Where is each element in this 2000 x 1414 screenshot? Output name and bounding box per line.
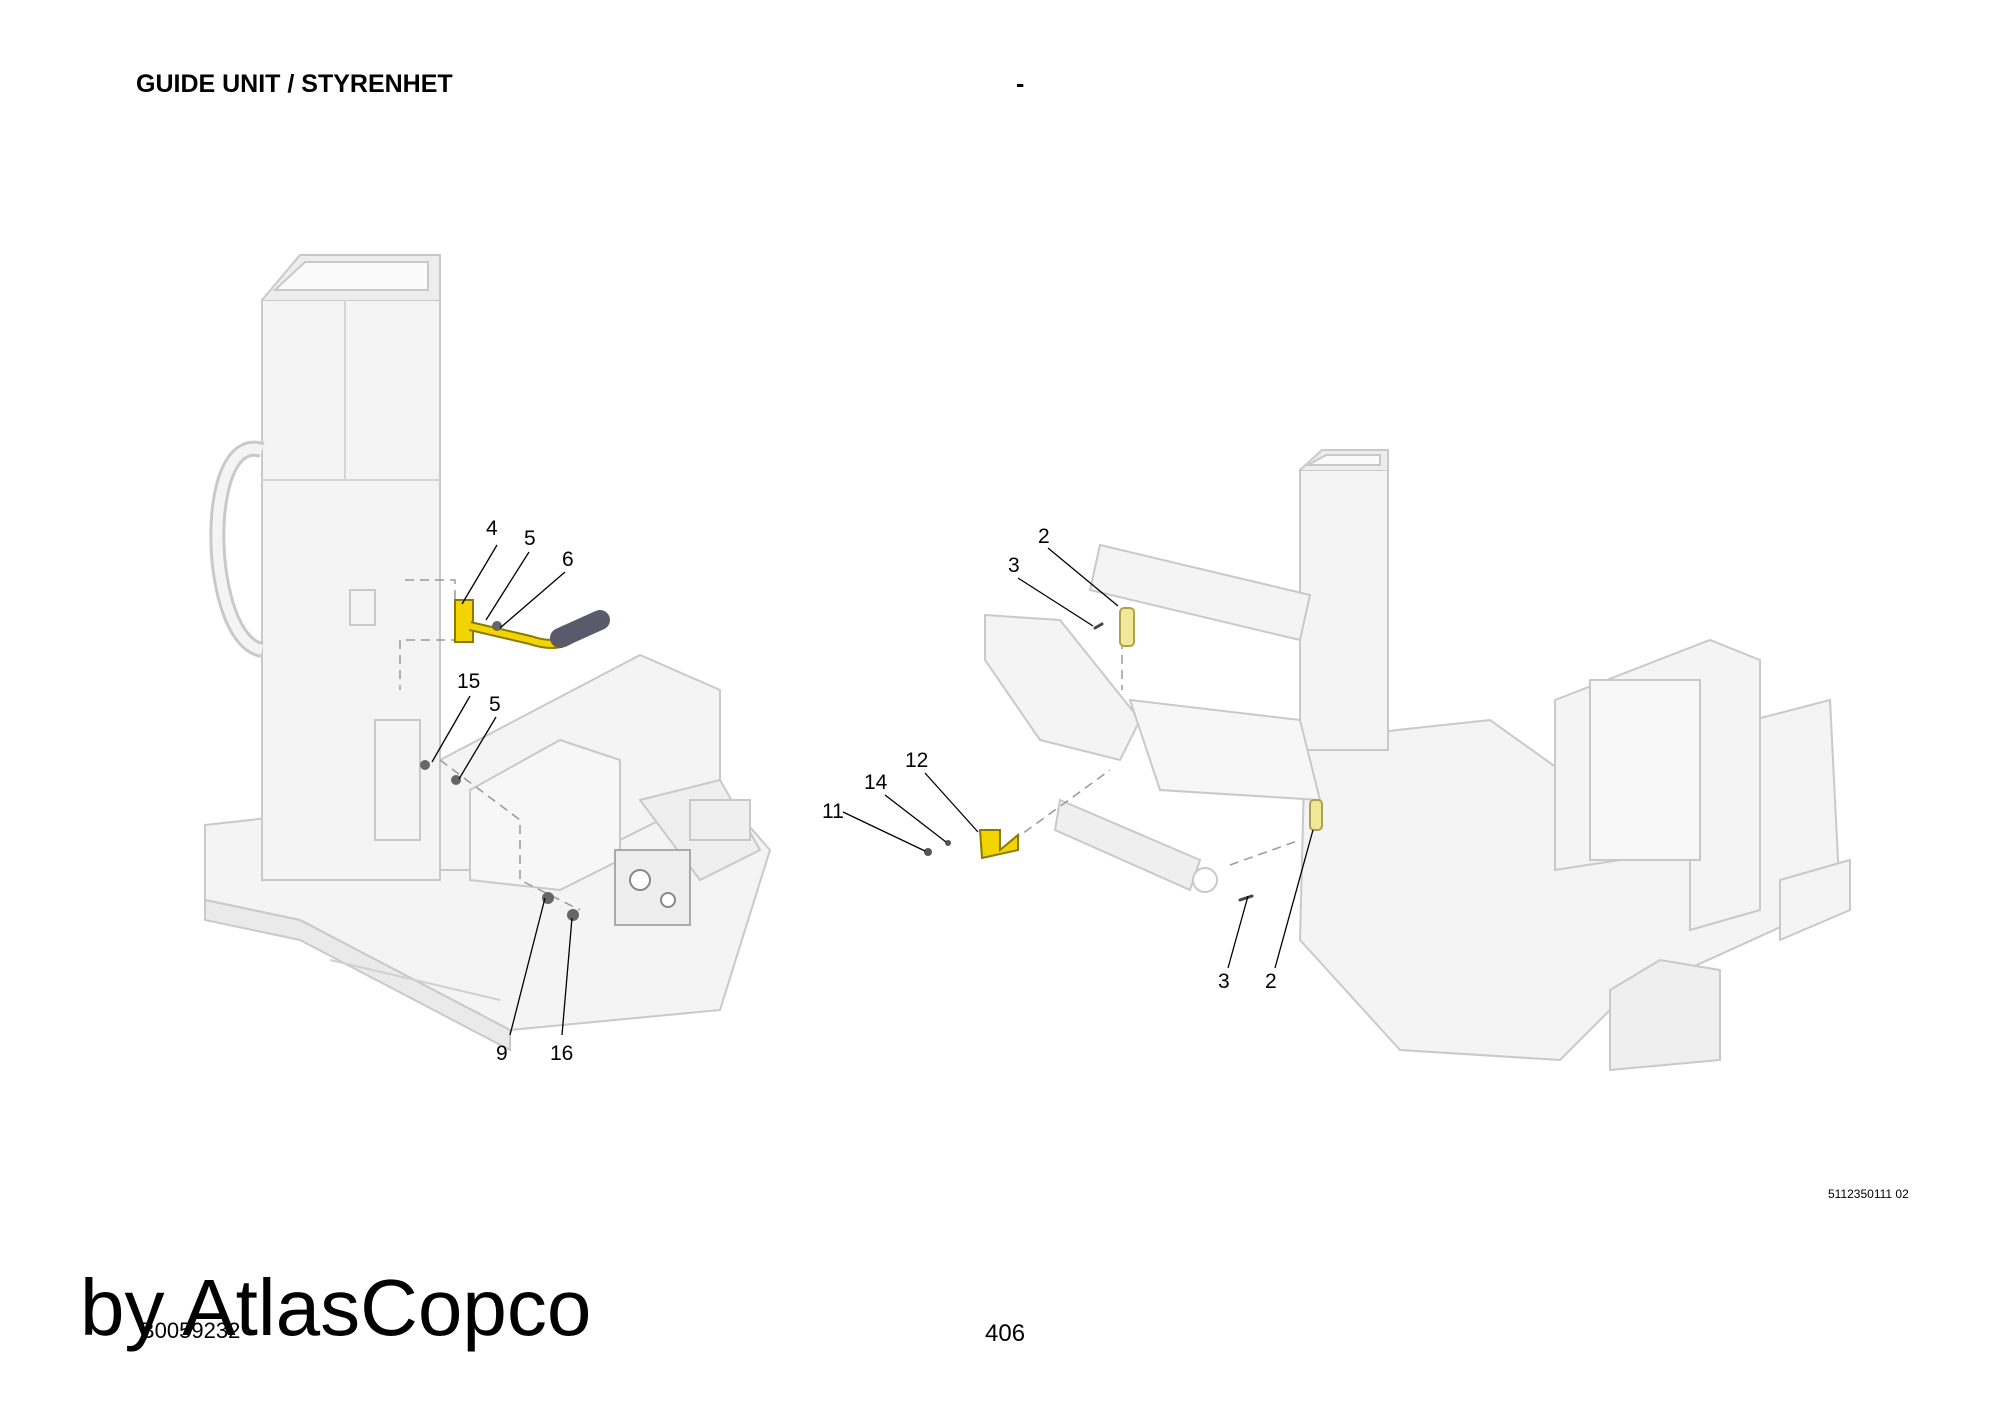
drawing-reference: 5112350111 02 [1828,1187,1909,1201]
callout-15: 15 [457,670,480,693]
callout-6: 6 [562,548,574,571]
callout-2-upper: 2 [1038,525,1050,548]
left-assembly [204,254,772,1052]
callout-16: 16 [550,1042,573,1065]
pin-lower [1309,799,1323,831]
callout-4: 4 [486,517,498,540]
page-number: 406 [985,1320,1026,1347]
watermark: by AtlasCopco [80,1263,592,1352]
callout-3-upper: 3 [1008,554,1020,577]
callout-5: 5 [524,527,536,550]
callout-2-lower: 2 [1265,970,1277,993]
callout-3-lower: 3 [1218,970,1230,993]
handle-grip [550,610,610,648]
bracket-part [978,829,1019,860]
callout-14: 14 [864,771,888,794]
callout-12: 12 [905,749,928,772]
callout-9: 9 [496,1042,508,1065]
document-number: B0059232 [140,1318,241,1343]
callout-5-lower: 5 [489,693,501,716]
pin-upper [1119,607,1135,647]
page-title: GUIDE UNIT / STYRENHET [136,70,453,98]
callout-11: 11 [822,800,844,823]
right-assembly [984,449,1851,1072]
title-separator: - [1016,70,1025,98]
